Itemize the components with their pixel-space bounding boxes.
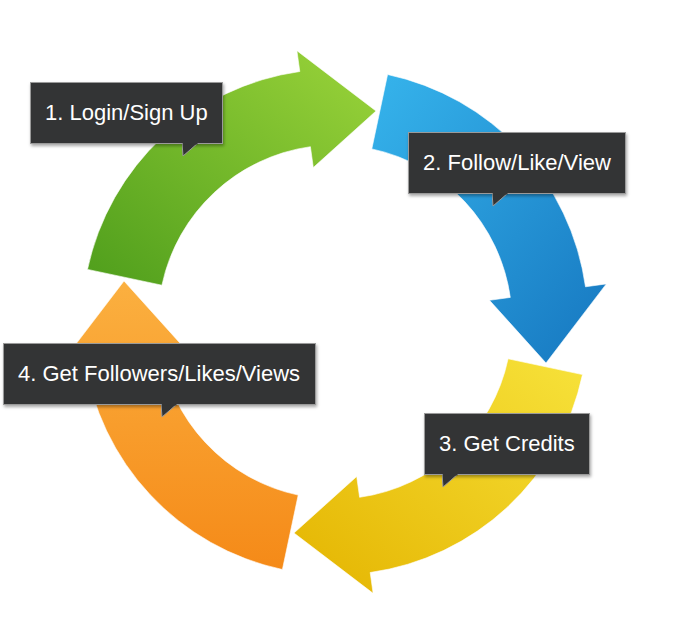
callout-tail — [182, 143, 202, 157]
callout-tail-shape — [492, 193, 508, 206]
yellow-arrow — [294, 359, 583, 594]
step-label: 3. Get Credits — [439, 431, 575, 457]
callout-tail-join — [443, 474, 458, 476]
callout-tail-join — [162, 404, 177, 406]
callout-box: 4. Get Followers/Likes/Views — [3, 343, 316, 405]
callout-tail — [442, 474, 462, 488]
blue-arrow — [372, 75, 607, 364]
callout-box: 3. Get Credits — [424, 413, 590, 475]
orange-arrow — [64, 281, 299, 570]
callout-tail-join — [493, 193, 508, 195]
callout-box: 2. Follow/Like/View — [408, 132, 626, 194]
callout-tail-shape — [182, 143, 198, 156]
callout-tail — [492, 193, 512, 207]
step-label: 4. Get Followers/Likes/Views — [18, 361, 301, 387]
callout-tail-shape — [161, 404, 177, 417]
callout-box: 1. Login/Sign Up — [30, 82, 223, 144]
callout-tail-join — [183, 143, 198, 145]
step-label: 1. Login/Sign Up — [45, 100, 208, 126]
callout-tail — [161, 404, 181, 418]
step-label: 2. Follow/Like/View — [423, 150, 611, 176]
callout-tail-shape — [442, 474, 458, 487]
